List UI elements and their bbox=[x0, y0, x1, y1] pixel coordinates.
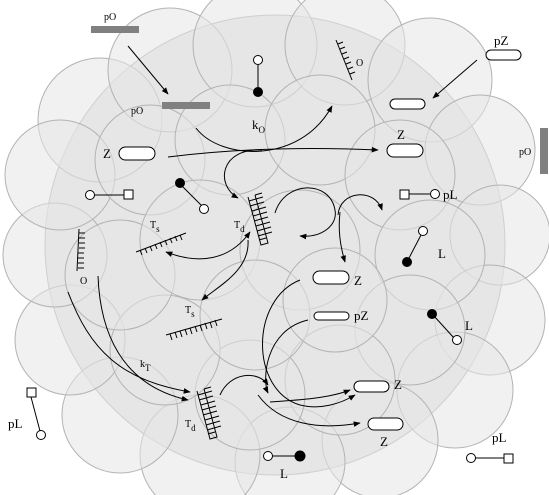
pO-bar-right bbox=[540, 128, 548, 174]
label-L-bottom: L bbox=[280, 466, 288, 481]
label-pO-top: pO bbox=[104, 12, 116, 23]
Z-capsule-left bbox=[119, 147, 155, 160]
label-pO-right: pO bbox=[519, 147, 531, 158]
pZ-capsule-top-right bbox=[486, 50, 521, 60]
label-Z-bottom: Z bbox=[380, 434, 388, 449]
Z-capsule-mid bbox=[387, 144, 423, 157]
label-pL-outside-left: pL bbox=[8, 416, 23, 431]
label-Z-lower: Z bbox=[394, 377, 402, 392]
Z-capsule-center bbox=[313, 271, 349, 284]
label-Z-mid: Z bbox=[397, 127, 405, 142]
label-L-right: L bbox=[438, 246, 446, 261]
label-O-left: O bbox=[80, 276, 87, 287]
Z-capsule-bottom bbox=[368, 418, 403, 430]
label-pZ-center: pZ bbox=[354, 308, 369, 323]
pL-molecule-outside-right bbox=[467, 454, 514, 464]
label-O-top-ladder: O bbox=[356, 58, 363, 69]
label-pO-inner: pO bbox=[131, 106, 143, 117]
label-Z-left: Z bbox=[103, 146, 111, 161]
pL-molecule-outside-left bbox=[27, 388, 46, 440]
label-pZ-top-right: pZ bbox=[494, 33, 509, 48]
Z-capsule-lower bbox=[354, 381, 389, 392]
pO-bar-top bbox=[91, 26, 139, 33]
label-Z-center: Z bbox=[354, 273, 362, 288]
pO-bar-inner bbox=[162, 102, 210, 109]
label-pL-right-inner: pL bbox=[443, 187, 458, 202]
Z-capsule-inner bbox=[390, 99, 425, 109]
pZ-capsule-center bbox=[314, 312, 349, 320]
label-L-right-lower: L bbox=[465, 318, 473, 333]
label-pL-outside-right: pL bbox=[492, 430, 507, 445]
cell-bubble bbox=[283, 248, 387, 352]
